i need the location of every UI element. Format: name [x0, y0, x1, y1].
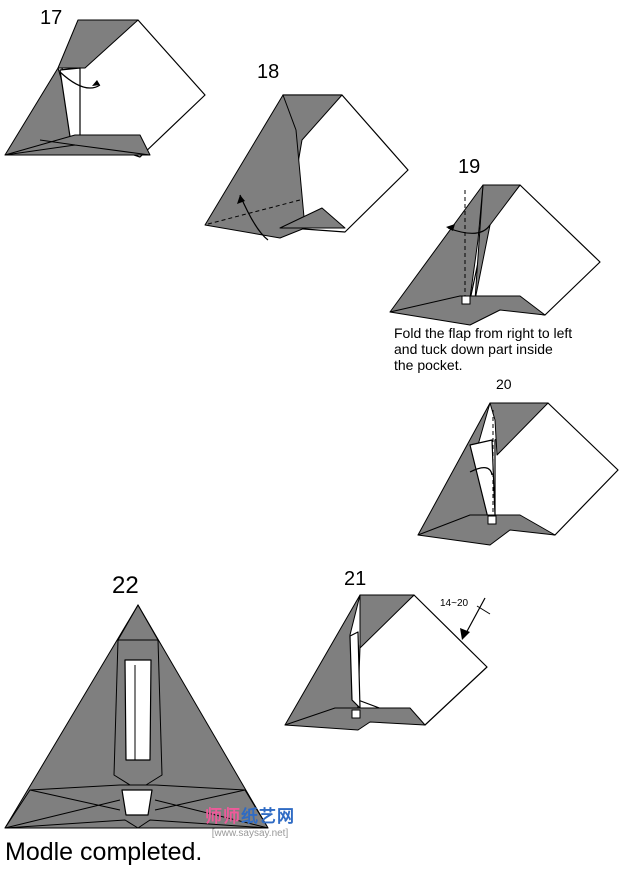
- step-17-diagram: 17: [4, 7, 206, 158]
- step-22-diagram: 22: [4, 572, 269, 829]
- step-number: 20: [496, 376, 512, 392]
- instruction-line: the pocket.: [394, 357, 463, 373]
- repeat-label: 14~20: [440, 598, 469, 609]
- fold-arrow-icon: [469, 467, 493, 476]
- step-number: 17: [40, 7, 62, 29]
- instruction-line: Fold the flap from right to left: [394, 325, 573, 341]
- step-19-diagram: 19: [389, 156, 601, 326]
- watermark-url: [www.saysay.net]: [211, 828, 289, 839]
- repeat-arrow-icon: [464, 597, 486, 636]
- fold-line: [207, 199, 301, 225]
- fold-arrow-icon: [59, 71, 101, 89]
- step-number: 22: [112, 572, 139, 599]
- watermark-pink: 师师: [205, 807, 241, 826]
- completion-caption: Modle completed.: [5, 838, 203, 866]
- instruction-line: and tuck down part inside: [394, 341, 553, 357]
- step-number: 19: [458, 156, 480, 178]
- step-number: 21: [344, 568, 366, 590]
- watermark-blue: 纸艺网: [241, 807, 295, 826]
- step-20-diagram: 20: [417, 376, 619, 546]
- step-21-diagram: 21 14~20: [284, 568, 491, 731]
- watermark: 师师纸艺网 [www.saysay.net]: [205, 802, 295, 839]
- step-19-instruction: Fold the flap from right to left and tuc…: [394, 325, 572, 373]
- step-number: 18: [257, 61, 279, 83]
- step-18-diagram: 18: [204, 61, 409, 241]
